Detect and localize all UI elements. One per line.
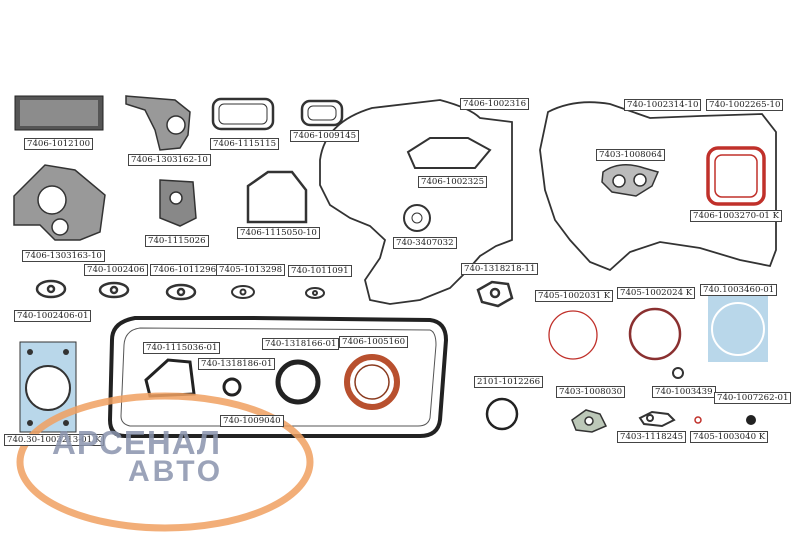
label-7403-1118245: 7403-1118245 xyxy=(617,431,687,443)
oring-740-1318186-01 xyxy=(222,377,242,397)
gasket-740-1002406 xyxy=(98,281,130,299)
oring-7405-1003040-K xyxy=(694,416,702,424)
gasket-7403-1008030 xyxy=(571,409,608,433)
oring-7405-1002031-K xyxy=(548,310,598,360)
label-740-1002406: 740-1002406 xyxy=(84,264,148,276)
gasket-740.30-1003213-01-K xyxy=(19,341,77,433)
label-7405-1002024-K: 7405-1002024 K xyxy=(617,287,696,299)
label-7406-1003270-01-K: 7406-1003270-01 K xyxy=(690,210,783,222)
gasket-740-1007262-01 xyxy=(746,415,756,425)
gasket-7406-1011296 xyxy=(165,283,197,301)
oring-7405-1002024-K xyxy=(628,307,682,361)
gasket-7406-1303163-10 xyxy=(13,164,106,241)
label-740-1002314-10: 740-1002314-10 xyxy=(624,99,702,111)
gasket-740-1002406-01 xyxy=(35,279,67,299)
gasket-7406-1003270-01-K xyxy=(706,146,766,206)
label-740.30-1003213-01-K: 740.30-1003213-01 K xyxy=(4,434,105,446)
label-740-1003439: 740-1003439 xyxy=(652,386,716,398)
watermark-logo-word: АРСЕНАЛ xyxy=(52,424,222,461)
gasket-740-1115026 xyxy=(159,179,197,227)
label-740-1011091: 740-1011091 xyxy=(288,265,352,277)
gasket-7403-1008064 xyxy=(601,164,660,197)
label-740-1318186-01: 740-1318186-01 xyxy=(198,358,276,370)
label-7406-1303163-10: 7406-1303163-10 xyxy=(22,250,105,262)
label-7406-1011296: 7406-1011296 xyxy=(150,264,220,276)
gasket-7403-1118245 xyxy=(638,410,676,428)
label-740-1318218-11: 740-1318218-11 xyxy=(461,263,539,275)
watermark-logo-ring xyxy=(16,392,314,532)
oring-740-1003439 xyxy=(672,367,684,379)
label-740-1318166-01: 740-1318166-01 xyxy=(262,338,340,350)
gasket-740-1115036-01 xyxy=(144,358,196,398)
watermark-logo-sub: АВТО xyxy=(128,455,224,488)
label-740.1003460-01: 740.1003460-01 xyxy=(700,284,778,296)
label-7405-1003040-K: 7405-1003040 K xyxy=(690,431,769,443)
label-7403-1008064: 7403-1008064 xyxy=(596,149,666,161)
gasket-740-1011091 xyxy=(305,287,325,299)
label-7403-1008030: 7403-1008030 xyxy=(556,386,626,398)
seal-740-1318166-01 xyxy=(275,359,321,405)
label-7406-1002325: 7406-1002325 xyxy=(418,176,488,188)
gasket-7406-1115050-10 xyxy=(246,170,308,224)
label-7406-1115050-10: 7406-1115050-10 xyxy=(237,227,320,239)
label-7406-1002316: 7406-1002316 xyxy=(460,98,530,110)
gasket-740-3407032 xyxy=(403,204,431,232)
label-740-1009040: 740-1009040 xyxy=(220,415,284,427)
gasket-7406-1303162-10 xyxy=(125,95,191,151)
label-7405-1002031-K: 7405-1002031 K xyxy=(535,290,614,302)
gasket-7406-1002316 xyxy=(319,99,513,305)
gasket-740-1002265-10 xyxy=(539,101,777,272)
oring-2101-1012266 xyxy=(485,397,519,431)
gasket-7406-1002325 xyxy=(406,137,492,169)
label-7406-1005160: 7406-1005160 xyxy=(339,336,409,348)
label-7406-1303162-10: 7406-1303162-10 xyxy=(128,154,211,166)
gasket-7406-1115115 xyxy=(211,97,275,131)
label-740-1115036-01: 740-1115036-01 xyxy=(143,342,221,354)
label-740-3407032: 740-3407032 xyxy=(393,237,457,249)
label-740-1002265-10: 740-1002265-10 xyxy=(706,99,784,111)
label-740-1007262-01: 740-1007262-01 xyxy=(714,392,792,404)
label-2101-1012266: 2101-1012266 xyxy=(474,376,544,388)
gasket-7406-1012100 xyxy=(14,95,104,131)
label-740-1002406-01: 740-1002406-01 xyxy=(14,310,92,322)
seal-7406-1005160 xyxy=(344,354,400,410)
label-7406-1115115: 7406-1115115 xyxy=(210,138,280,150)
label-7406-1012100: 7406-1012100 xyxy=(24,138,94,150)
gasket-740.1003460-01 xyxy=(708,296,768,362)
gasket-740-1318218-11 xyxy=(476,280,514,308)
label-7405-1013298: 7405-1013298 xyxy=(216,264,286,276)
gasket-7406-1009145 xyxy=(300,99,344,127)
gasket-7405-1013298 xyxy=(231,285,255,299)
label-740-1115026: 740-1115026 xyxy=(145,235,209,247)
gasket-740-1009040 xyxy=(107,316,449,438)
label-7406-1009145: 7406-1009145 xyxy=(290,130,360,142)
